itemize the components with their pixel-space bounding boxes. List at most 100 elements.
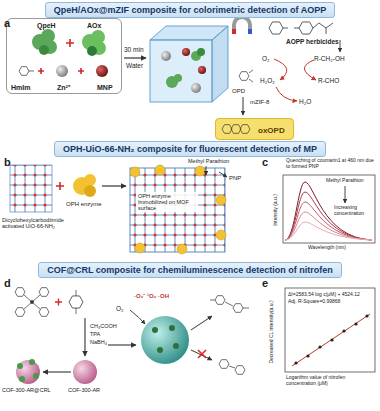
drawing-part <box>169 325 175 331</box>
panel-letter: d <box>4 277 11 289</box>
label: Intensity (a.u.) <box>273 194 279 226</box>
drawing-part <box>39 308 49 317</box>
drawing-part <box>229 366 235 368</box>
label: OPD <box>232 88 245 95</box>
label: CH₃COOH <box>90 323 117 329</box>
chart-frame <box>285 288 375 372</box>
reagent-name: HmIm <box>11 84 30 92</box>
arrow <box>345 186 346 203</box>
drawing-part <box>195 166 205 176</box>
oxopd-molecule <box>218 120 258 138</box>
drawing-part <box>232 29 236 34</box>
arrow <box>124 57 146 58</box>
label: O₂ <box>116 305 124 312</box>
drawing-part <box>182 48 190 56</box>
drawing-part <box>330 338 333 341</box>
ring <box>231 125 241 134</box>
dialdehyde-monomer <box>69 290 83 314</box>
oph-enzyme <box>73 174 96 197</box>
drawing-part <box>56 182 64 190</box>
arrow <box>191 316 212 330</box>
drawing-part <box>294 361 297 364</box>
label: NaBH₄ <box>90 339 107 345</box>
band-title: OPH-UiO-66-NH₂ composite for fluorescent… <box>63 144 317 154</box>
drawing-part <box>212 26 228 102</box>
drawing-part <box>285 212 372 240</box>
title-band: QpeH/AOx@mZIF composite for colorimetric… <box>45 2 335 18</box>
drawing-part <box>285 222 372 240</box>
mof-lattice-small <box>10 165 52 212</box>
arrow <box>130 310 145 324</box>
arrow <box>43 371 71 372</box>
drawing-part <box>29 71 34 72</box>
arrow <box>191 350 212 360</box>
drawing-part <box>161 51 171 61</box>
reagent-name: AOx <box>87 22 101 30</box>
label: Methyl Parathion <box>326 178 364 184</box>
ring <box>222 125 232 134</box>
drawing-part <box>198 66 206 74</box>
zn-ion <box>56 65 68 77</box>
title-band: OPH-UiO-66-NH₂ composite for fluorescent… <box>54 141 326 157</box>
chart-frame <box>283 175 375 243</box>
label: R-CH₂-OH <box>314 55 345 62</box>
drawing-part <box>285 192 372 240</box>
label: Increasing concentration <box>334 205 374 216</box>
drawing-part <box>299 22 313 34</box>
sphere-enzymes <box>152 325 179 353</box>
drawing-part <box>152 327 158 333</box>
label: ·O₂⁻ ¹O₂ ·OH <box>134 293 169 300</box>
product-name: oxOPD <box>256 122 293 139</box>
drawing-part <box>173 343 179 349</box>
label: H₂O₂ <box>260 77 275 84</box>
reagent-box: QpeHAOxHmImZn²⁺MNP <box>6 18 122 94</box>
drawing-part <box>87 46 97 56</box>
label: H₂O <box>299 98 311 105</box>
drawing-part <box>234 17 250 34</box>
drawing-part <box>78 68 84 74</box>
product-box: oxOPD <box>215 118 294 140</box>
band-title: QpeH/AOx@mZIF composite for colorimetric… <box>54 5 326 15</box>
tetrahedral-monomer <box>15 288 49 317</box>
drawing-part <box>15 288 25 297</box>
drawing-part <box>150 40 212 102</box>
reagent-name: Zn²⁺ <box>57 84 70 92</box>
product-molecule <box>219 360 245 375</box>
immobilized-enzymes <box>130 165 226 254</box>
drawing-part <box>274 59 287 80</box>
arrow <box>108 344 136 345</box>
panel-letter: b <box>4 156 11 168</box>
drawing-part <box>235 366 245 375</box>
drawing-part <box>215 296 225 305</box>
label: COF-300-AR <box>68 387 100 393</box>
label: Decreased CL intensity(a.u.) <box>269 300 275 363</box>
drawing-part <box>219 360 229 369</box>
drawing-part <box>318 345 321 348</box>
drawing-part <box>130 167 140 177</box>
drawing-part <box>69 296 83 308</box>
drawing-part <box>248 29 252 34</box>
drawing-part <box>166 48 205 88</box>
label: OPH enzyme <box>66 201 102 208</box>
drawing-part <box>157 347 163 353</box>
label: Wavelength (nm) <box>308 245 346 251</box>
drawing-part <box>285 202 372 240</box>
fit-line <box>292 314 370 366</box>
drawing-part <box>283 23 333 34</box>
hmim-molecule <box>19 67 34 76</box>
arrow <box>219 172 227 177</box>
label: Methyl Parathion <box>188 158 229 164</box>
catalyst-sphere <box>141 316 189 364</box>
arrow <box>243 97 244 115</box>
drawing-part <box>39 288 49 297</box>
drawing-part <box>84 185 96 197</box>
drawing-part <box>19 376 25 382</box>
label: Logarithm value of nitrofen concentratio… <box>286 375 376 386</box>
drawing-part <box>249 70 253 82</box>
plus-sign <box>56 182 64 190</box>
drawing-part <box>354 322 357 325</box>
drawing-part <box>210 300 249 308</box>
label: mZIF-8 <box>250 99 269 106</box>
label: 30 min <box>124 46 144 53</box>
drawing-part <box>198 350 206 358</box>
